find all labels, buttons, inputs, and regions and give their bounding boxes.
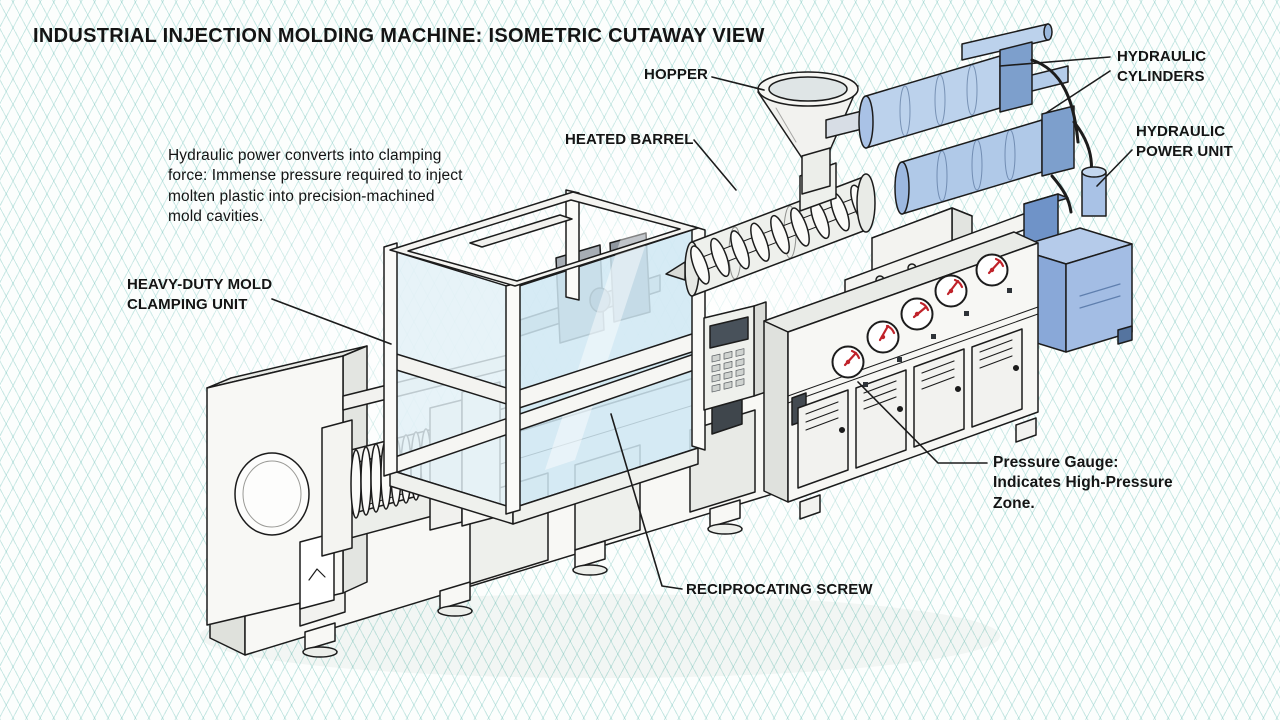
label-hydraulic-power-unit: HYDRAULIC POWER UNIT	[1136, 123, 1233, 160]
label-hydraulic-cylinders: HYDRAULIC CYLINDERS	[1117, 48, 1207, 85]
diagram-title: INDUSTRIAL INJECTION MOLDING MACHINE: IS…	[33, 25, 765, 48]
pressure-gauge	[866, 320, 900, 354]
label-reciprocating-screw: RECIPROCATING SCREW	[686, 581, 873, 598]
pressure-gauge	[831, 345, 865, 379]
gauge-cabinet	[763, 231, 1039, 520]
annotation-pressure-gauge: Pressure Gauge: Indicates High-Pressure …	[993, 454, 1173, 512]
heated-barrel-leader	[693, 139, 737, 191]
control-panel	[703, 301, 767, 411]
leader-lines	[271, 56, 1133, 590]
hydraulic-cylinders-part	[825, 23, 1093, 215]
ground-shadow	[200, 594, 1000, 678]
annotation-hydraulic-description: Hydraulic power converts into clamping f…	[168, 147, 463, 226]
hydraulic-pipe	[1030, 58, 1080, 144]
clamping-unit-leader	[271, 298, 392, 345]
pressure-gauge	[900, 297, 934, 331]
label-clamping-unit: HEAVY-DUTY MOLD CLAMPING UNIT	[127, 276, 273, 313]
label-heated-barrel: HEATED BARREL	[565, 131, 694, 148]
hopper-part	[757, 71, 859, 212]
pressure-gauge	[975, 253, 1009, 287]
hydraulic-cylinders-leader-1	[999, 56, 1111, 67]
hydraulic-power-unit-leader	[1096, 149, 1133, 187]
hydraulic-pipe	[1050, 174, 1073, 214]
mold-frame	[383, 189, 706, 525]
pressure-gauges	[831, 253, 1009, 379]
label-hopper: HOPPER	[644, 66, 708, 83]
hopper-leader	[711, 76, 765, 91]
pressure-gauge-leader	[857, 381, 988, 464]
hydraulic-cylinders-leader-2	[1045, 70, 1111, 114]
pressure-gauge	[934, 274, 968, 308]
reciprocating-screw-leader	[610, 413, 683, 590]
